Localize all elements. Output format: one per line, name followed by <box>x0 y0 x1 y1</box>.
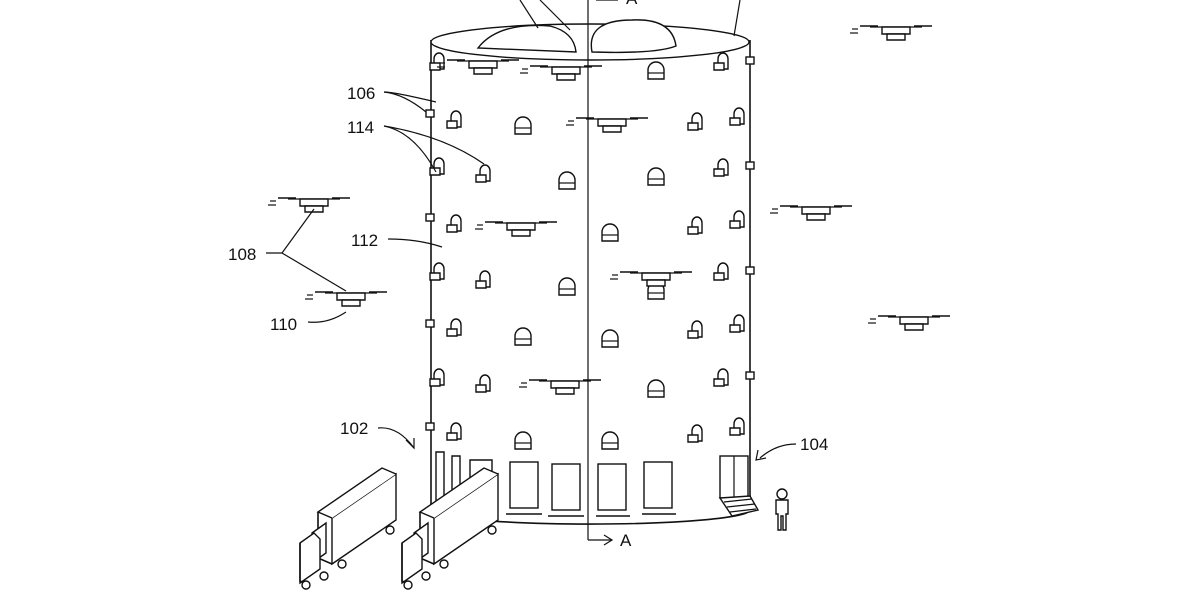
tower-openings <box>429 52 745 450</box>
label-108: 108 <box>228 245 256 264</box>
label-112: 112 <box>351 231 378 250</box>
tower-ledges <box>425 56 755 431</box>
section-label-top: A <box>626 0 638 8</box>
truck-left <box>299 467 397 590</box>
reference-labels: 106 114 112 108 110 102 104 A A <box>228 0 828 550</box>
label-114: 114 <box>347 118 374 137</box>
label-104: 104 <box>800 435 828 454</box>
label-102: 102 <box>340 419 368 438</box>
leader-lines <box>266 91 797 461</box>
label-110: 110 <box>270 315 297 334</box>
person <box>775 488 789 531</box>
section-label-bottom: A <box>620 531 632 550</box>
truck-right <box>401 467 499 590</box>
label-106: 106 <box>347 84 375 103</box>
